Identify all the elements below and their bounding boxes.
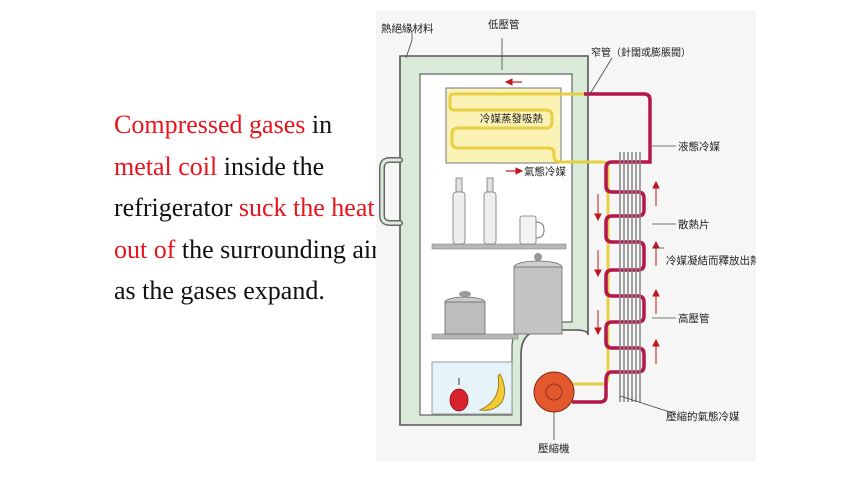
label-high-pressure-pipe: 高壓管	[678, 312, 710, 325]
lower-shelf	[431, 333, 519, 340]
text-phrase: in	[305, 110, 333, 139]
highlighted-phrase: Compressed gases	[114, 110, 306, 139]
label-low-pressure-pipe: 低壓管	[488, 18, 520, 31]
label-liquid-refrigerant: 液態冷媒	[678, 140, 720, 153]
upper-shelf	[431, 243, 567, 250]
evaporator-box	[445, 87, 562, 164]
door-handle-inner	[380, 158, 402, 225]
description-text: Compressed gases in metal coil inside th…	[114, 104, 384, 312]
label-heat-sink: 散熱片	[678, 218, 710, 231]
label-insulation: 熱絕緣材料	[381, 22, 434, 35]
label-condensation: 冷媒凝結而釋放出熱	[666, 254, 756, 267]
label-gas-refrigerant: 氣態冷媒	[524, 165, 566, 178]
flow-arrows	[504, 78, 660, 364]
label-compressed-gas: 壓縮的氣態冷媒	[666, 410, 740, 423]
label-evaporator: 冷媒蒸發吸熱	[480, 112, 543, 125]
refrigerator-diagram: 熱絕緣材料 低壓管 窄管（針闊或膨脹閥） 冷媒蒸發吸熱 氣態冷媒 液態冷媒 散熱…	[376, 10, 756, 462]
heat-sink-fins	[619, 152, 641, 402]
banana	[478, 373, 505, 411]
label-compressor: 壓縮機	[538, 442, 570, 455]
label-leaders	[501, 38, 677, 440]
apple	[449, 378, 469, 412]
highlighted-phrase: metal coil	[114, 151, 218, 181]
text-phrase: inside the refrigerator	[114, 151, 325, 223]
large-pot	[513, 253, 563, 335]
text-phrase: the surrounding air as the gases expand.	[114, 234, 380, 306]
label-narrow-pipe: 窄管（針闊或膨脹閥）	[591, 46, 691, 59]
compressor	[533, 371, 575, 413]
small-pot	[444, 291, 486, 335]
insulation-leader	[405, 30, 413, 59]
mug	[519, 215, 545, 245]
condenser-coil	[572, 92, 652, 404]
highlighted-phrase: suck the heat out of	[114, 193, 375, 264]
bottle-right	[483, 177, 497, 245]
compressor-center	[545, 383, 563, 401]
bottle-left	[452, 177, 466, 245]
evaporator-coil	[448, 92, 588, 164]
